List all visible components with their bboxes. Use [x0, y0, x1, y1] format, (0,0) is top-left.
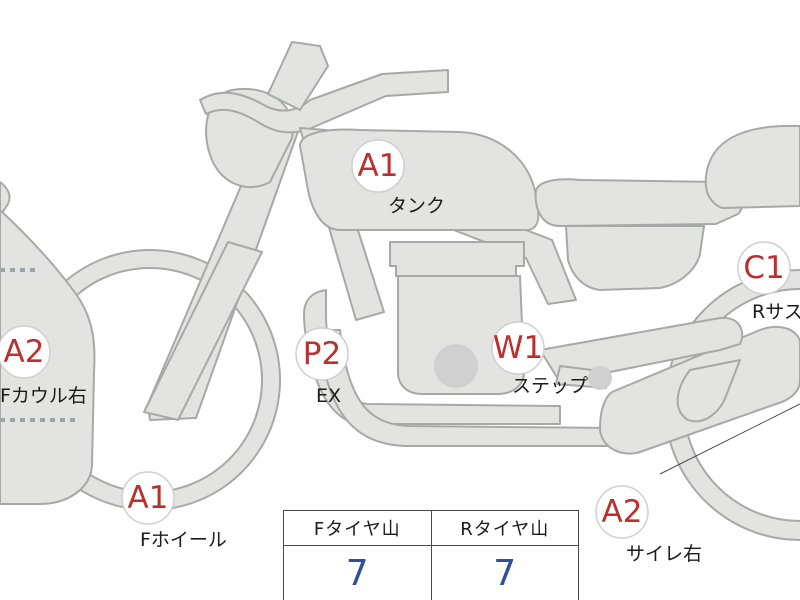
name-silencer: サイレ右	[626, 543, 702, 565]
mirror-stem	[267, 41, 329, 111]
name-exhaust: EX	[316, 385, 341, 407]
handlebar	[199, 69, 449, 134]
rear-swingarm	[539, 316, 744, 383]
code-tank: A1	[358, 148, 399, 184]
name-step: ステップ	[512, 375, 588, 397]
cylinder-head	[389, 241, 525, 277]
label-rear-suspension: C1 Rサス	[737, 241, 800, 323]
label-exhaust: P2 EX	[295, 327, 349, 407]
silencer-leader-line	[659, 403, 800, 475]
rear-shock	[676, 359, 741, 423]
label-front-cowl: A2 Fカウル右	[0, 325, 87, 407]
code-step: W1	[493, 330, 543, 366]
rear-tire-column: Rタイヤ山 7	[430, 511, 578, 600]
code-rear-suspension: C1	[743, 250, 784, 286]
rear-tire-value: 7	[493, 552, 517, 594]
front-tire-header: Fタイヤ山	[284, 511, 431, 546]
label-tank: A1 タンク	[351, 139, 445, 217]
label-step: W1 ステップ	[491, 321, 588, 397]
label-front-wheel: A1 Fホイール	[121, 471, 227, 551]
crankcase	[397, 275, 525, 395]
name-front-wheel: Fホイール	[140, 529, 227, 551]
code-front-cowl: A2	[4, 334, 45, 370]
fork-slider	[143, 241, 263, 421]
code-silencer: A2	[602, 494, 643, 530]
front-fender	[0, 181, 11, 217]
rear-tire-header: Rタイヤ山	[431, 511, 578, 546]
tire-tread-table: Fタイヤ山 7 Rタイヤ山 7	[283, 510, 579, 600]
name-rear-suspension: Rサス	[752, 301, 800, 323]
label-silencer: A2 サイレ右	[595, 485, 702, 565]
front-tire-column: Fタイヤ山 7	[284, 511, 431, 600]
tail-cowl	[704, 124, 800, 209]
crankcase-cover	[434, 344, 478, 388]
name-tank: タンク	[388, 195, 445, 217]
front-tire-value: 7	[345, 552, 369, 594]
code-front-wheel: A1	[128, 480, 169, 516]
footpeg-knob	[588, 366, 612, 390]
code-exhaust: P2	[303, 336, 341, 372]
name-front-cowl: Fカウル右	[0, 385, 87, 407]
side-panel	[565, 225, 705, 291]
